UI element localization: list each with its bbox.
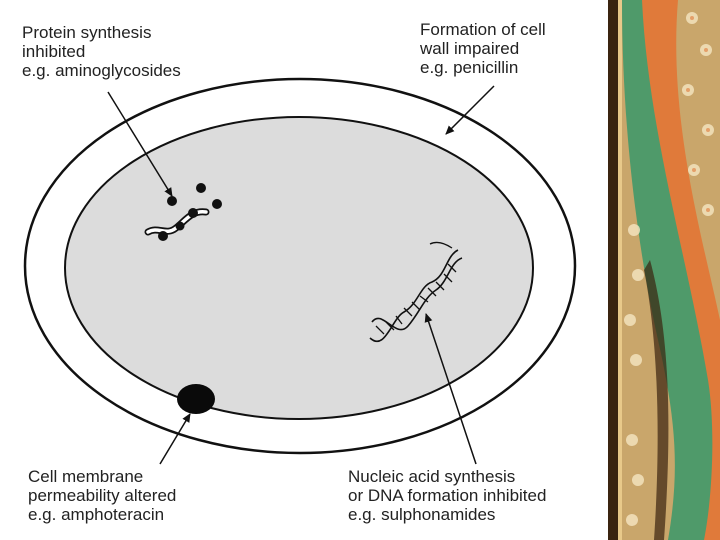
arrow-cell-wall: [445, 85, 495, 135]
arrow-membrane: [159, 413, 191, 465]
cytoplasm: [64, 116, 534, 420]
arrow-protein: [107, 91, 173, 197]
label-cell-wall: Formation of cell wall impaired e.g. pen…: [420, 20, 546, 77]
label-membrane-line3: e.g. amphoteracin: [28, 505, 165, 524]
protein-strand: [144, 183, 222, 241]
cell-diagram: [23, 77, 577, 465]
label-nucleic-acid: Nucleic acid synthesis or DNA formation …: [348, 467, 546, 524]
label-protein-synthesis: Protein synthesis inhibited e.g. aminogl…: [22, 23, 181, 80]
label-cell-wall-line1: Formation of cell: [420, 20, 546, 39]
arrow-nucleic: [424, 313, 477, 465]
label-cell-membrane: Cell membrane permeability altered e.g. …: [28, 467, 176, 524]
label-protein-line3: e.g. aminoglycosides: [22, 61, 181, 80]
label-membrane-line1: Cell membrane: [28, 467, 144, 486]
label-cell-wall-line2: wall impaired: [420, 39, 520, 58]
decorative-side-panel: [608, 0, 720, 540]
label-protein-line1: Protein synthesis: [22, 23, 152, 42]
label-membrane-line2: permeability altered: [28, 486, 177, 505]
label-nucleic-line3: e.g. sulphonamides: [348, 505, 496, 524]
dna-helix-icon: [369, 241, 463, 342]
label-protein-line2: inhibited: [22, 42, 86, 61]
label-nucleic-line2: or DNA formation inhibited: [348, 486, 547, 505]
label-cell-wall-line3: e.g. penicillin: [420, 58, 519, 77]
membrane-pore: [177, 384, 215, 414]
label-nucleic-line1: Nucleic acid synthesis: [348, 467, 516, 486]
